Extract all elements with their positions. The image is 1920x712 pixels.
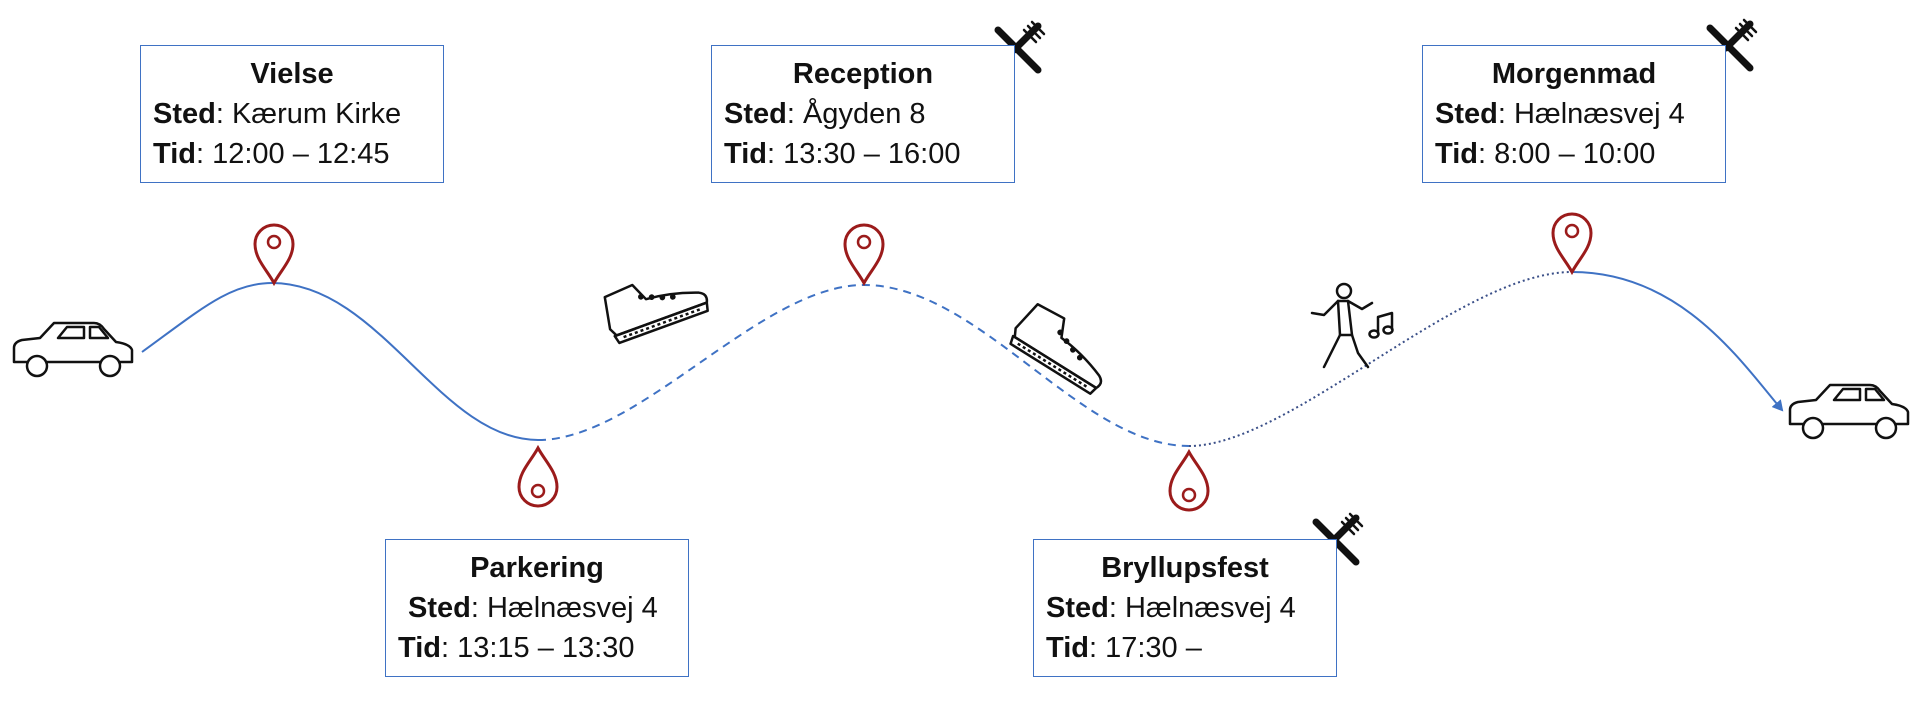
map-pin-icon (1168, 448, 1210, 512)
event-title: Morgenmad (1491, 58, 1657, 90)
event-title: Parkering (470, 552, 604, 584)
location-value: Hælnæsvej 4 (486, 592, 658, 624)
car-icon (12, 321, 134, 378)
shoe-icon (603, 283, 709, 345)
location-value: Hælnæsvej 4 (1124, 592, 1296, 624)
time-value: 12:00 – 12:45 (212, 138, 390, 170)
time-value: 8:00 – 10:00 (1494, 138, 1656, 170)
location-label: Sted (724, 98, 787, 130)
event-time-line: Tid: 13:30 – 16:00 (724, 138, 961, 170)
location-label: Sted (1435, 98, 1498, 130)
event-box-bryllupsfest: Bryllupsfest Sted: Hælnæsvej 4 Tid: 17:3… (1033, 539, 1337, 677)
map-pin-icon (843, 223, 885, 287)
event-title: Reception (792, 58, 934, 90)
route-segment-drive-2 (1571, 271, 1784, 412)
map-pin-icon (517, 444, 559, 508)
event-location-line: Sted: Ågyden 8 (724, 98, 926, 130)
location-label: Sted (408, 592, 471, 624)
car-icon (1788, 383, 1910, 440)
event-title: Bryllupsfest (1101, 552, 1269, 584)
event-box-vielse: Vielse Sted: Kærum Kirke Tid: 12:00 – 12… (140, 45, 444, 183)
event-box-reception: Reception Sted: Ågyden 8 Tid: 13:30 – 16… (711, 45, 1015, 183)
event-box-morgenmad: Morgenmad Sted: Hælnæsvej 4 Tid: 8:00 – … (1422, 45, 1726, 183)
event-location-line: Sted: Kærum Kirke (153, 98, 402, 130)
dancer-music-icon (1310, 282, 1394, 369)
map-pin-icon (253, 223, 295, 287)
route-segment-party (1188, 271, 1573, 447)
event-location-line: Sted: Hælnæsvej 4 (1435, 98, 1685, 130)
time-value: 17:30 – (1105, 632, 1202, 664)
location-value: Hælnæsvej 4 (1513, 98, 1685, 130)
route-segment-drive-1 (141, 281, 539, 441)
event-time-line: Tid: 8:00 – 10:00 (1435, 138, 1656, 170)
event-location-line: Sted: Hælnæsvej 4 (408, 592, 658, 624)
location-label: Sted (153, 98, 216, 130)
event-time-line: Tid: 12:00 – 12:45 (153, 138, 390, 170)
event-box-parkering: Parkering Sted: Hælnæsvej 4 Tid: 13:15 –… (385, 539, 689, 677)
event-time-line: Tid: 17:30 – (1046, 632, 1202, 664)
location-value: Kærum Kirke (231, 98, 402, 130)
time-label: Tid (1046, 632, 1089, 664)
event-title: Vielse (250, 58, 334, 90)
shoe-icon (1009, 302, 1103, 395)
time-label: Tid (153, 138, 196, 170)
location-value: Ågyden 8 (802, 98, 926, 130)
time-value: 13:30 – 16:00 (783, 138, 961, 170)
event-location-line: Sted: Hælnæsvej 4 (1046, 592, 1296, 624)
time-label: Tid (398, 632, 441, 664)
time-label: Tid (1435, 138, 1478, 170)
time-value: 13:15 – 13:30 (457, 632, 635, 664)
map-pin-icon (1551, 212, 1593, 276)
location-label: Sted (1046, 592, 1109, 624)
time-label: Tid (724, 138, 767, 170)
event-time-line: Tid: 13:15 – 13:30 (398, 632, 635, 664)
